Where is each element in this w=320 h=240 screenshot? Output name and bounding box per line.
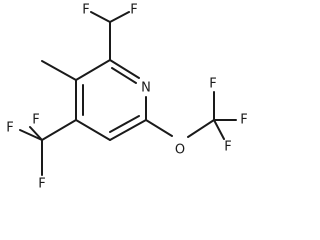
atom-labels: F F N O F F F F F F	[6, 3, 247, 192]
bond-c6-c5-double	[109, 115, 140, 133]
bond-cf3-f-left	[19, 129, 43, 141]
bond-chf2-f-right	[109, 11, 130, 23]
atom-f-cf3-left: F	[6, 121, 13, 136]
bond-c2-n	[109, 59, 140, 79]
bond-ocf3-f-bottom	[213, 119, 225, 140]
atom-f-chf2-right: F	[130, 3, 137, 18]
bond-c2-n-double	[111, 67, 137, 84]
bond-o-cf3	[187, 119, 215, 138]
bond-c4-cf3	[41, 119, 77, 141]
atom-f-cf3-bottom: F	[38, 177, 45, 192]
bond-c6-c5	[109, 119, 147, 141]
bond-c3-c2	[75, 59, 111, 81]
bond-c6-o	[145, 119, 173, 137]
bond-c5-c4	[75, 119, 111, 141]
chemical-structure: F F N O F F F F F F	[6, 3, 247, 192]
atom-f-cf3-top: F	[32, 113, 39, 128]
atom-f-ocf3-right: F	[240, 113, 247, 128]
bond-c3-methyl	[41, 60, 77, 81]
atom-n-ring: N	[141, 81, 151, 96]
bonds	[19, 11, 237, 176]
atom-o-ether: O	[175, 143, 185, 158]
atom-f-ocf3-bottom: F	[224, 140, 231, 155]
atom-f-chf2-left: F	[82, 3, 89, 18]
bond-cf3-f-upper	[29, 126, 43, 141]
atom-f-ocf3-top: F	[209, 77, 216, 92]
bond-chf2-f-left	[90, 11, 111, 23]
